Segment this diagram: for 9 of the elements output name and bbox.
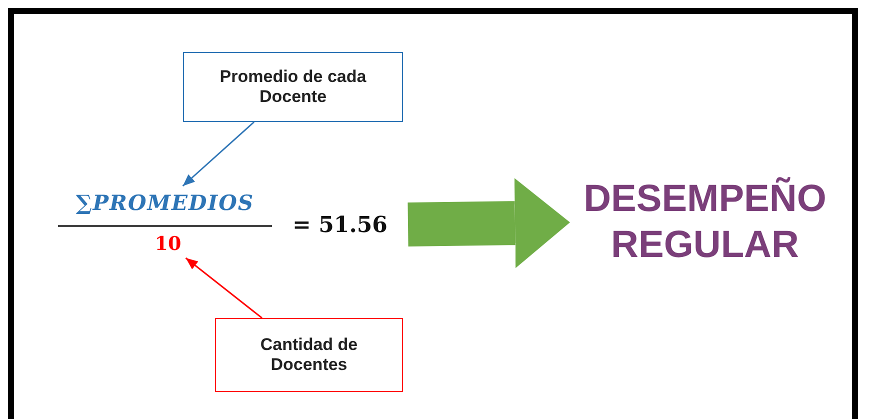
result-text: = 51.56	[276, 208, 404, 242]
callout-box: Cantidad de Docentes	[215, 318, 403, 392]
result-heading: DESEMPEÑO REGULAR	[572, 170, 838, 274]
leader-line	[182, 121, 255, 187]
numerator-text: ∑PROMEDIOS	[58, 186, 272, 218]
callout-box: Promedio de cada Docente	[183, 52, 403, 122]
denominator-text: 10	[148, 230, 188, 258]
leader-line	[185, 257, 262, 319]
block-arrow	[408, 178, 570, 268]
